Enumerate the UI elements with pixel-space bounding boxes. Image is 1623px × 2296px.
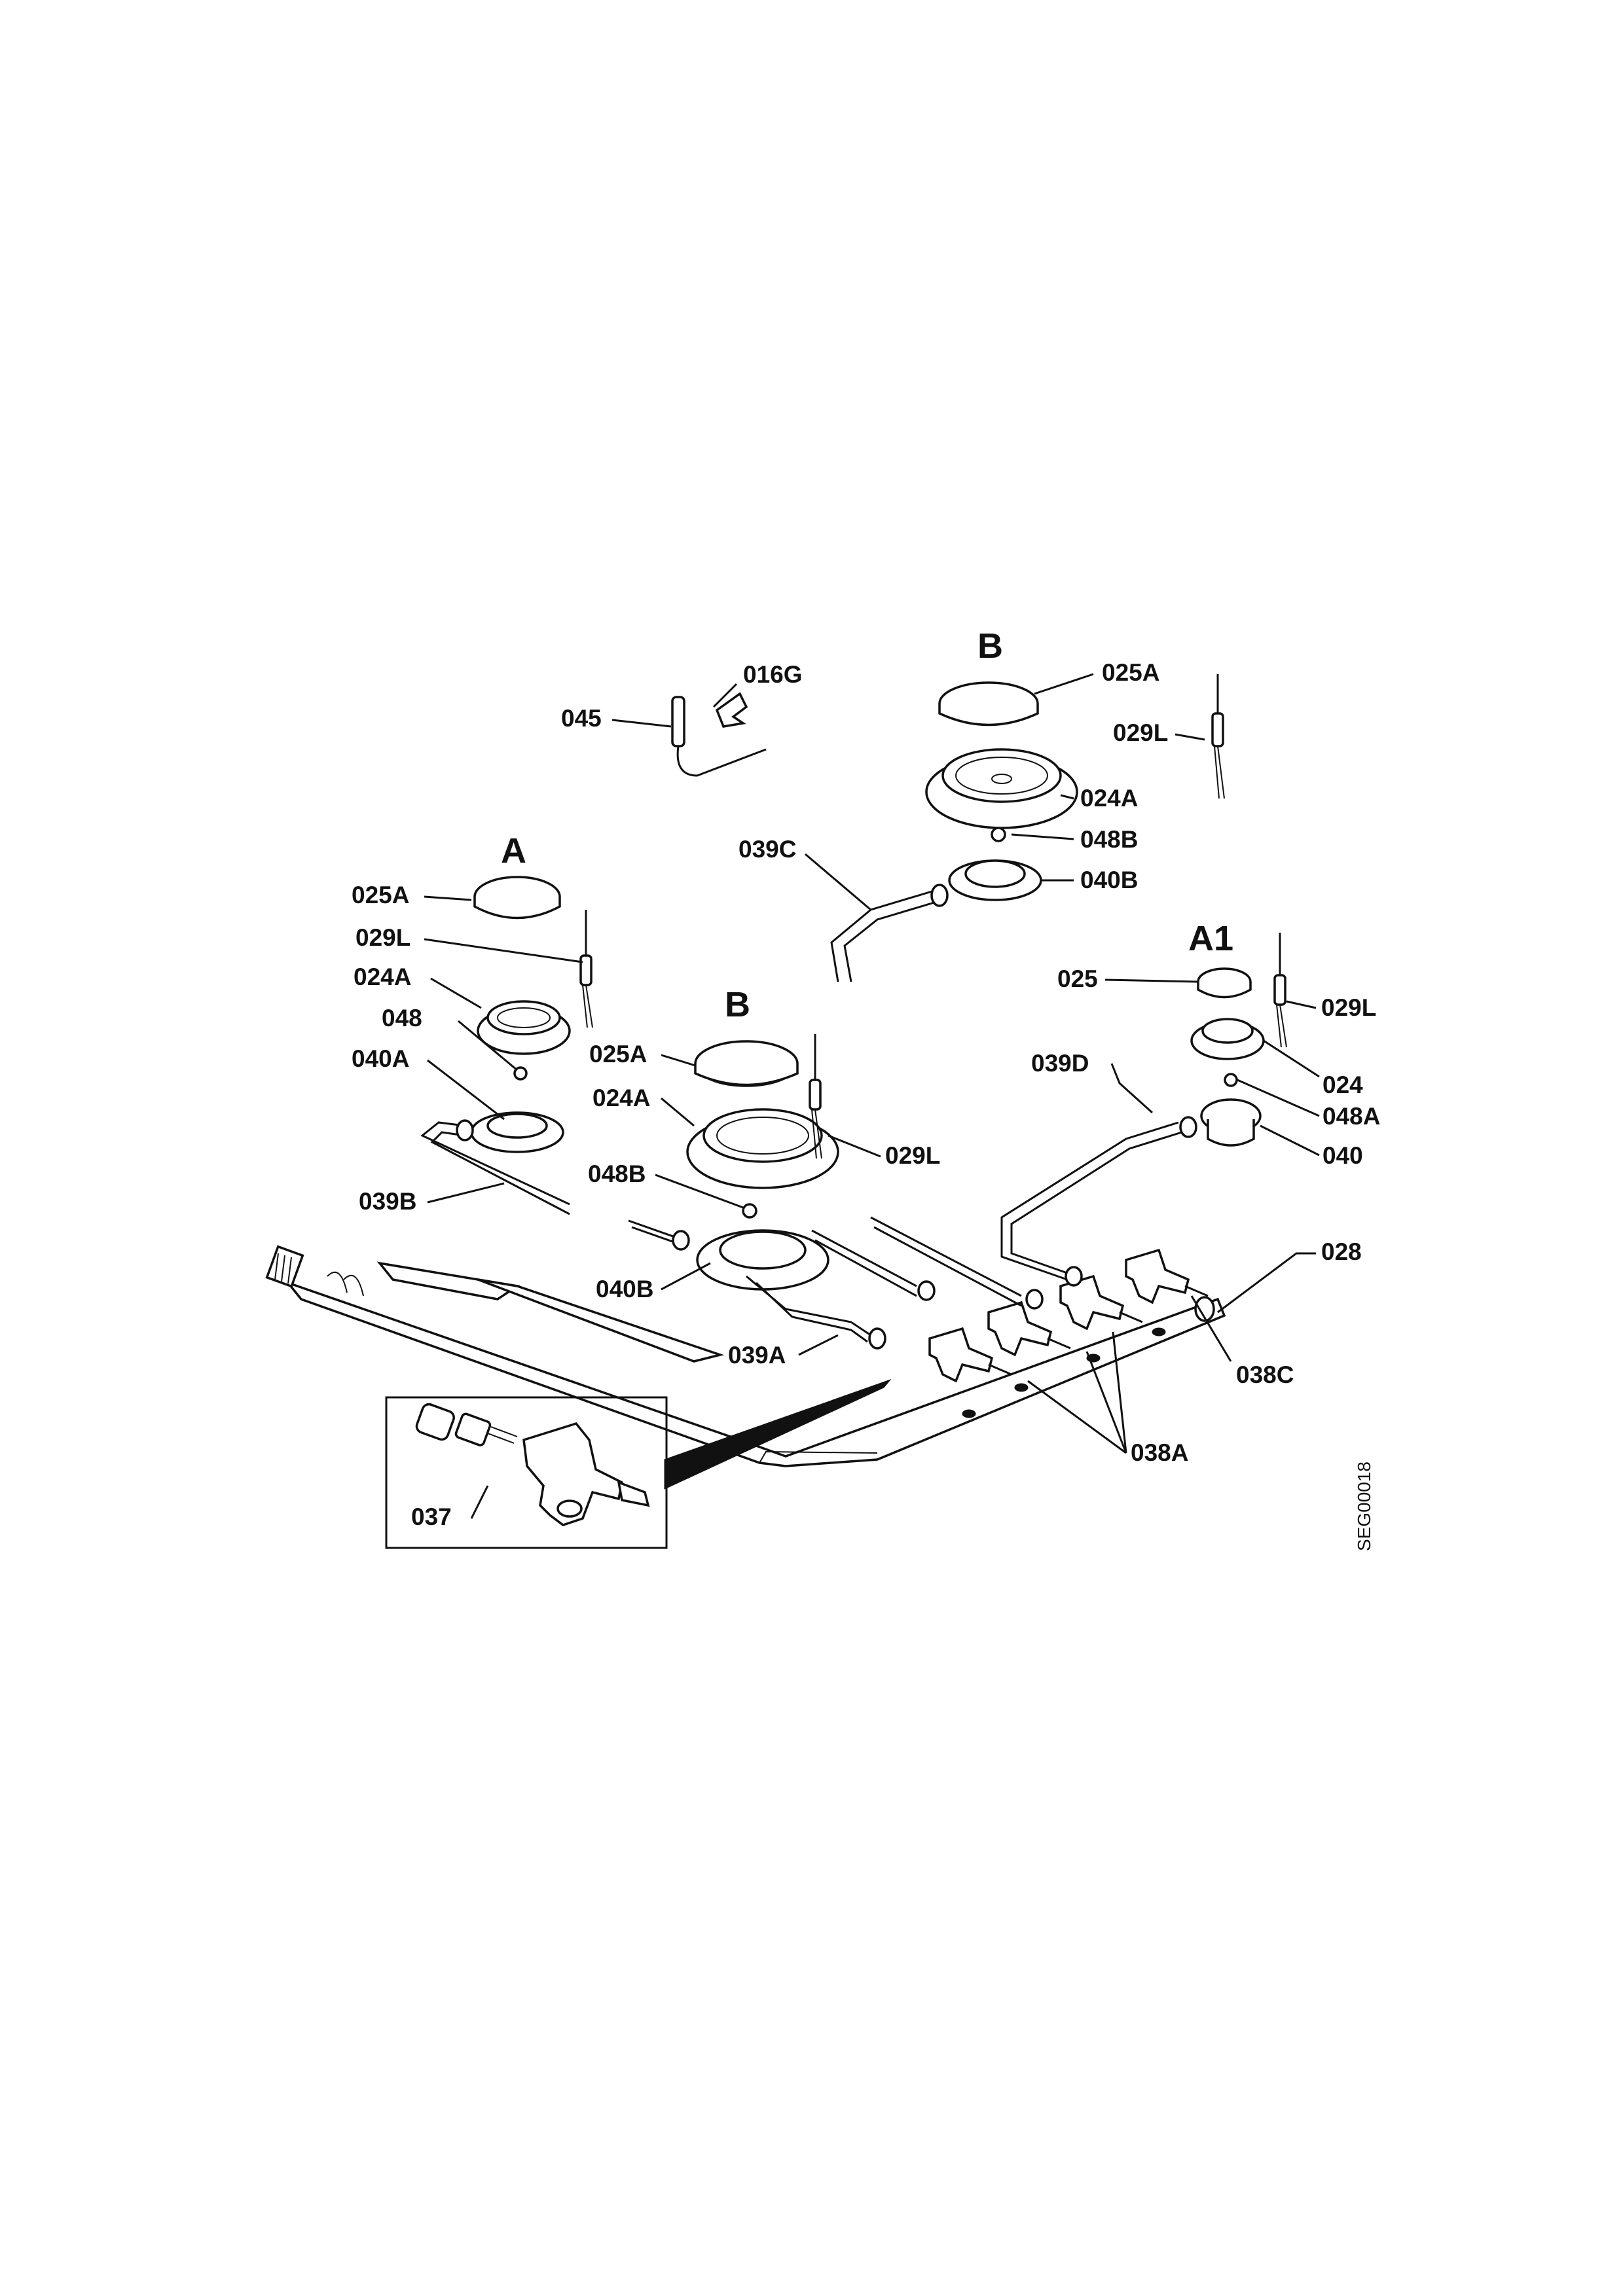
drawing-code: SEG00018 [1354, 1462, 1374, 1551]
part-label-040b-middle: 040B [596, 1276, 653, 1302]
group-label-a: A [501, 831, 526, 870]
part-label-029l-middle: 029L [885, 1142, 940, 1169]
part-label-040a: 040A [352, 1045, 409, 1072]
part-label-039b: 039B [359, 1188, 416, 1215]
part-label-048: 048 [382, 1005, 422, 1031]
burner-a-left [420, 876, 593, 1215]
inset-detail-box [385, 1378, 892, 1549]
group-label-b-top: B [977, 626, 1003, 666]
part-label-038c: 038C [1236, 1361, 1294, 1388]
thermocouple-045 [671, 692, 767, 777]
part-label-048b-middle: 048B [588, 1160, 646, 1187]
part-label-029l-left: 029L [356, 924, 410, 951]
valve-block-4 [1125, 1248, 1209, 1304]
part-label-025: 025 [1057, 965, 1098, 992]
part-label-025a-middle: 025A [589, 1041, 647, 1067]
part-label-040: 040 [1322, 1142, 1363, 1169]
part-label-039a: 039A [728, 1342, 786, 1369]
burner-a1-right [1000, 933, 1287, 1287]
valve-block-1 [928, 1327, 1012, 1383]
part-label-028: 028 [1321, 1238, 1362, 1265]
part-label-045: 045 [561, 705, 602, 732]
part-label-025a-left: 025A [352, 882, 409, 908]
part-label-029l-right: 029L [1321, 994, 1376, 1021]
part-label-024: 024 [1322, 1071, 1363, 1098]
part-label-048a: 048A [1322, 1103, 1380, 1130]
gas-rail [265, 1245, 1226, 1467]
group-label-a1: A1 [1188, 919, 1233, 958]
part-label-024a-top: 024A [1080, 785, 1138, 812]
burner-b-middle [628, 1034, 1044, 1350]
part-label-040b-top: 040B [1080, 867, 1138, 893]
burner-b-top [830, 674, 1225, 982]
part-label-024a-middle: 024A [593, 1085, 650, 1111]
group-label-b-middle: B [725, 985, 750, 1024]
part-label-039c: 039C [739, 836, 796, 863]
part-label-025a-top: 025A [1102, 659, 1159, 686]
part-label-024a-left: 024A [354, 963, 411, 990]
part-label-038a: 038A [1131, 1439, 1188, 1466]
part-label-029l-top: 029L [1113, 719, 1168, 746]
valve-block-2 [987, 1300, 1071, 1357]
part-label-048b-top: 048B [1080, 826, 1138, 853]
leader-lines [424, 673, 1320, 1519]
part-label-039d: 039D [1031, 1050, 1089, 1077]
part-label-016g: 016G [743, 661, 803, 688]
valve-block-3 [1059, 1274, 1143, 1331]
part-label-037: 037 [411, 1503, 452, 1530]
